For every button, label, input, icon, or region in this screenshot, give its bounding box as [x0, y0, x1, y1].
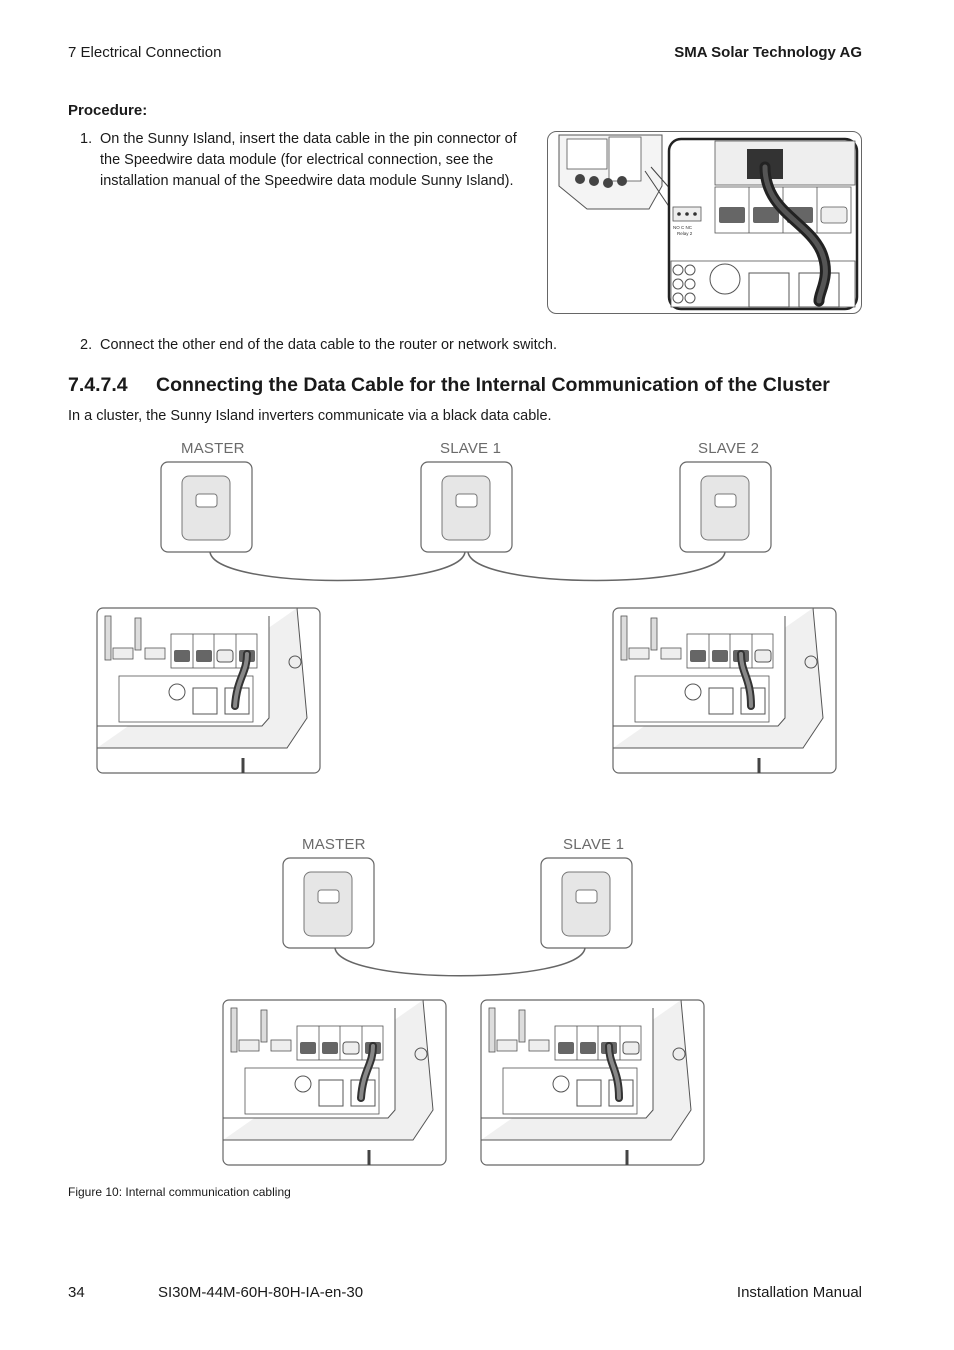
inverter-slave-2 — [679, 461, 772, 553]
slave-connection-zoom-2 — [480, 999, 705, 1166]
label-slave-1: SLAVE 1 — [440, 440, 502, 457]
inverter-slave-1-2 — [540, 857, 633, 949]
figure-caption: Figure 10: Internal communication cablin… — [68, 1185, 291, 1199]
section-title: Connecting the Data Cable for the Intern… — [156, 374, 830, 396]
footer-doc-id: SI30M-44M-60H-80H-IA-en-30 — [158, 1284, 364, 1301]
master-connection-zoom-2 — [222, 999, 447, 1166]
step-number: 2. — [80, 337, 93, 353]
inverter-master-2 — [282, 857, 375, 949]
footer-page-number: 34 — [68, 1284, 85, 1301]
cable-slave1-slave2 — [467, 551, 726, 582]
master-connection-zoom — [96, 607, 321, 774]
slave-connection-zoom — [612, 607, 837, 774]
cable-master-slave1-2 — [334, 947, 586, 977]
speedwire-connection-illustration: NO C NC Relay 2 — [547, 131, 862, 314]
header-company: SMA Solar Technology AG — [674, 44, 862, 61]
footer-doc-type: Installation Manual — [736, 1284, 862, 1301]
header-section: 7 Electrical Connection — [68, 44, 222, 61]
label-master: MASTER — [181, 440, 245, 457]
section-number: 7.4.7.4 — [68, 374, 128, 396]
section-intro: In a cluster, the Sunny Island inverters… — [68, 408, 552, 424]
label-slave-2: SLAVE 2 — [698, 440, 760, 457]
procedure-title: Procedure: — [68, 102, 148, 119]
label-slave-1-2: SLAVE 1 — [563, 836, 625, 853]
step-number: 1. — [80, 131, 93, 147]
relay-label-text: Relay 2 — [677, 231, 693, 236]
relay-terminals-text: NO C NC — [673, 225, 693, 230]
step-text: On the Sunny Island, insert the data cab… — [100, 131, 517, 189]
step-text: Connect the other end of the data cable … — [100, 337, 558, 353]
label-master-2: MASTER — [302, 836, 366, 853]
cable-master-slave1 — [209, 551, 466, 582]
inverter-master — [160, 461, 253, 553]
section-heading: 7.4.7.4 Connecting the Data Cable for the… — [68, 374, 830, 397]
inverter-slave-1 — [420, 461, 513, 553]
